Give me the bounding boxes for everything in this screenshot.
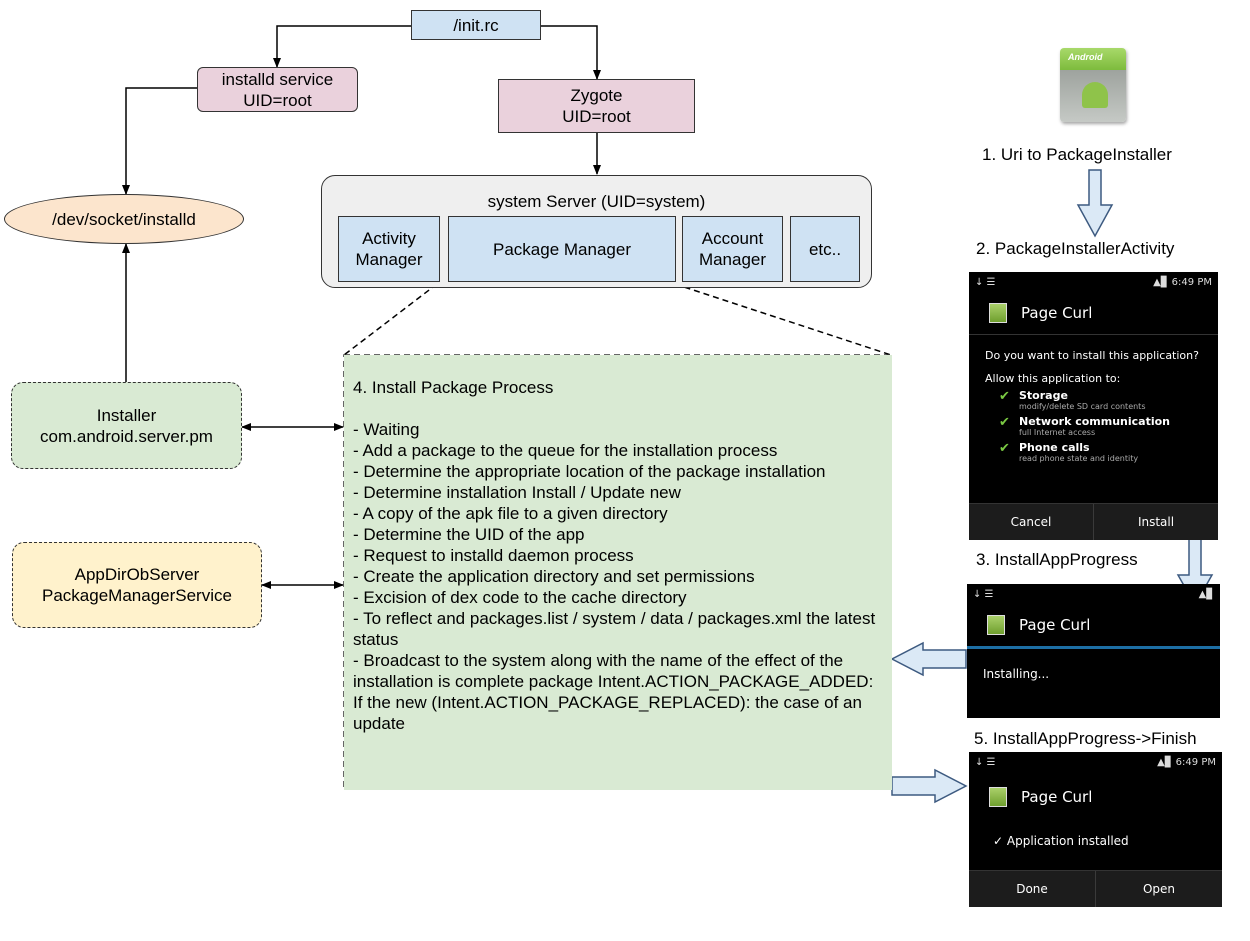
step1-label: 1. Uri to PackageInstaller bbox=[982, 145, 1172, 164]
permission-item: ✔ Phone calls read phone state and ident… bbox=[985, 441, 1202, 463]
status-ampm: PM bbox=[1197, 276, 1212, 288]
activity-manager-node: Activity Manager bbox=[338, 216, 440, 282]
process-step: - Determine installation Install / Updat… bbox=[353, 483, 681, 502]
app-icon bbox=[987, 615, 1005, 635]
finish-body: ✓ Application installed bbox=[969, 822, 1222, 856]
process-step: - Create the application directory and s… bbox=[353, 567, 755, 586]
app-icon bbox=[989, 303, 1007, 323]
cancel-button[interactable]: Cancel bbox=[1010, 515, 1052, 529]
init-to-installd-line bbox=[273, 25, 411, 68]
check-icon: ✔ bbox=[999, 441, 1010, 456]
dev-socket-installd-node: /dev/socket/installd bbox=[4, 194, 244, 244]
permission-title: Phone calls bbox=[1019, 441, 1090, 454]
permission-item: ✔ Network communication full Internet ac… bbox=[985, 415, 1202, 437]
process-step: - Determine the UID of the app bbox=[353, 525, 585, 544]
signal-icon: ▲▊ bbox=[1157, 756, 1176, 768]
app-title: Page Curl bbox=[1019, 616, 1091, 634]
install-screen: ↓ ☰ ▲▊ 6:49 PM Page Curl Do you want to … bbox=[969, 272, 1218, 540]
app-title-bar: Page Curl bbox=[969, 292, 1218, 335]
done-button[interactable]: Done bbox=[1016, 882, 1048, 896]
down-arrow-1 bbox=[1076, 169, 1114, 238]
zygote-node: Zygote UID=root bbox=[498, 79, 695, 133]
process-step: - Excision of dex code to the cache dire… bbox=[353, 588, 687, 607]
install-body: Do you want to install this application?… bbox=[969, 335, 1218, 471]
install-button[interactable]: Install bbox=[1093, 504, 1218, 540]
install-question: Do you want to install this application? bbox=[985, 349, 1199, 362]
process-step: - Broadcast to the system along with the… bbox=[353, 651, 874, 691]
app-icon bbox=[989, 787, 1007, 807]
check-icon: ✓ bbox=[993, 834, 1004, 848]
allow-label: Allow this application to: bbox=[985, 372, 1121, 385]
android-robot-icon bbox=[1082, 82, 1108, 108]
installd-to-socket-line bbox=[122, 87, 212, 195]
process-step: If the new (Intent.ACTION_PACKAGE_REPLAC… bbox=[353, 693, 862, 733]
process-step: - To reflect and packages.list / system … bbox=[353, 609, 876, 649]
app-title-bar: Page Curl bbox=[967, 604, 1220, 649]
finish-buttons: Done Open bbox=[969, 870, 1222, 907]
android-app-icon: Android bbox=[1060, 48, 1126, 122]
usb-icon: ↓ ☰ bbox=[975, 276, 996, 288]
appdir-observer-node: AppDirObServer PackageManagerService bbox=[12, 542, 262, 628]
step3-label: 3. InstallAppProgress bbox=[976, 550, 1138, 569]
usb-icon: ↓ ☰ bbox=[975, 756, 996, 768]
usb-icon: ↓ ☰ bbox=[973, 588, 994, 600]
system-server-title: system Server (UID=system) bbox=[487, 192, 706, 211]
account-manager-node: Account Manager bbox=[682, 216, 783, 282]
step2-label: 2. PackageInstallerActivity bbox=[976, 239, 1175, 258]
status-time: 6:49 bbox=[1175, 756, 1199, 768]
install-package-process-box: 4. Install Package Process - Waiting - A… bbox=[344, 355, 892, 790]
zoom-line-right bbox=[674, 283, 892, 356]
package-manager-node: Package Manager bbox=[448, 216, 676, 282]
progress-screen: ↓ ☰ ▲▊ Page Curl Installing... bbox=[967, 584, 1220, 718]
etc-node: etc.. bbox=[790, 216, 860, 282]
process-step: - Request to installd daemon process bbox=[353, 546, 634, 565]
process-step: - Waiting bbox=[353, 420, 420, 439]
logo-text: Android bbox=[1068, 52, 1103, 62]
status-bar: ↓ ☰ ▲▊ 6:49 PM bbox=[969, 272, 1218, 292]
process-step: - Determine the appropriate location of … bbox=[353, 462, 826, 481]
installed-text: Application installed bbox=[1006, 834, 1129, 848]
step5-label: 5. InstallAppProgress->Finish bbox=[974, 729, 1197, 748]
app-title: Page Curl bbox=[1021, 788, 1093, 806]
installer-node: Installer com.android.server.pm bbox=[11, 382, 242, 469]
signal-icon: ▲▊ bbox=[1198, 588, 1214, 600]
permission-sub: full Internet access bbox=[1019, 428, 1096, 437]
process-step: - Add a package to the queue for the ins… bbox=[353, 441, 778, 460]
process-step: - A copy of the apk file to a given dire… bbox=[353, 504, 668, 523]
signal-icon: ▲▊ bbox=[1153, 276, 1172, 288]
init-to-zygote-line bbox=[541, 25, 601, 80]
open-button[interactable]: Open bbox=[1095, 871, 1222, 907]
check-icon: ✔ bbox=[999, 415, 1010, 430]
installd-service-node: installd service UID=root bbox=[197, 67, 358, 112]
install-buttons: Cancel Install bbox=[969, 503, 1218, 540]
process-title: 4. Install Package Process bbox=[353, 378, 554, 397]
app-title-bar: Page Curl bbox=[969, 772, 1222, 822]
installing-text: Installing... bbox=[983, 667, 1050, 681]
left-arrow bbox=[890, 641, 967, 677]
permission-sub: modify/delete SD card contents bbox=[1019, 402, 1146, 411]
init-rc-node: /init.rc bbox=[411, 10, 541, 40]
finish-screen: ↓ ☰ ▲▊ 6:49 PM Page Curl ✓ Application i… bbox=[969, 752, 1222, 907]
permission-title: Network communication bbox=[1019, 415, 1171, 428]
app-title: Page Curl bbox=[1021, 304, 1093, 322]
right-arrow bbox=[891, 768, 968, 804]
status-ampm: PM bbox=[1201, 756, 1216, 768]
permission-title: Storage bbox=[1019, 389, 1068, 402]
status-time: 6:49 bbox=[1171, 276, 1195, 288]
status-bar: ↓ ☰ ▲▊ bbox=[967, 584, 1220, 604]
check-icon: ✔ bbox=[999, 389, 1010, 404]
permission-item: ✔ Storage modify/delete SD card contents bbox=[985, 389, 1202, 411]
zoom-line-left bbox=[343, 283, 438, 356]
status-bar: ↓ ☰ ▲▊ 6:49 PM bbox=[969, 752, 1222, 772]
permission-sub: read phone state and identity bbox=[1019, 454, 1139, 463]
